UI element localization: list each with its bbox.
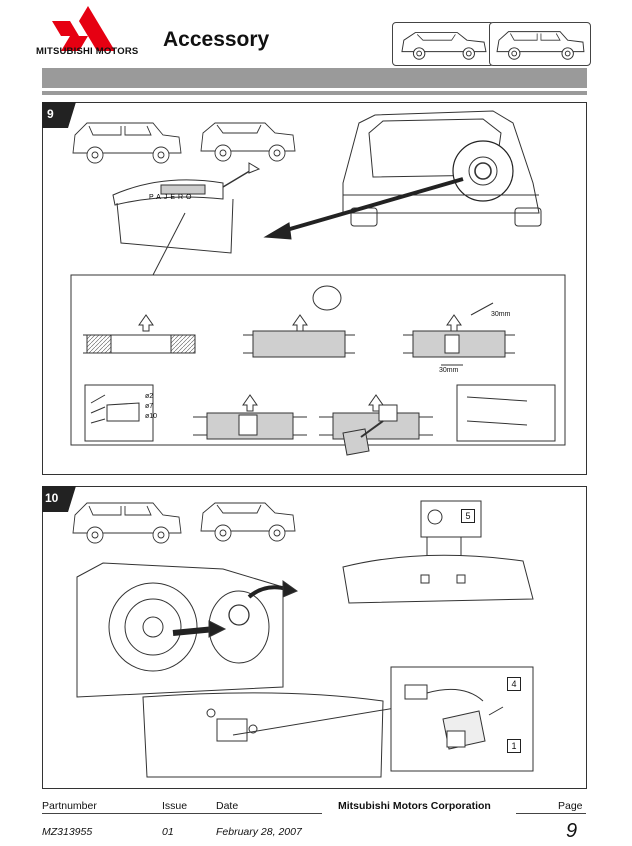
step-9-panel: 9	[42, 102, 587, 475]
camera-inset	[390, 666, 534, 772]
callout-1: 1	[507, 739, 521, 753]
step-number: 10	[45, 491, 59, 505]
dimension-width-label: 30mm	[491, 311, 511, 318]
vehicle-5door-small-icon	[72, 122, 182, 164]
spare-wheel-view	[76, 562, 299, 698]
drill-size-10: ø10	[145, 413, 158, 420]
step-badge	[42, 486, 76, 512]
corporation-name: Mitsubishi Motors Corporation	[338, 800, 491, 812]
drill-size-7: ø7	[145, 403, 154, 410]
dimension-height-label: 30mm	[439, 367, 459, 374]
partnumber-value: MZ313955	[42, 826, 93, 838]
callout-5: 5	[461, 509, 475, 523]
partnumber-label: Partnumber	[42, 800, 97, 812]
header-band	[42, 68, 587, 88]
callout-4: 4	[507, 677, 521, 691]
drill-size-2: ø2	[145, 393, 154, 400]
vehicle-5door-icon	[489, 22, 591, 66]
footer-rule-left	[42, 813, 322, 814]
footer-rule-right	[516, 813, 586, 814]
mitsubishi-logo	[52, 6, 115, 51]
vehicle-3door-small-icon	[200, 502, 296, 542]
page-number: 9	[566, 820, 578, 842]
header-rule	[42, 91, 587, 95]
camera-mount-view	[142, 692, 414, 778]
step-10-panel: 10	[42, 486, 587, 789]
date-value: February 28, 2007	[216, 826, 302, 838]
date-label: Date	[216, 800, 239, 812]
issue-value: 01	[162, 826, 174, 838]
bracket-detail	[342, 500, 534, 604]
pointer-arrow	[263, 177, 464, 240]
page-label: Page	[558, 800, 583, 812]
vehicle-5door-small-icon	[72, 502, 182, 544]
vehicle-3door-small-icon	[200, 122, 296, 162]
step-9-illustration: PAJERO	[70, 110, 566, 456]
tailgate-garnish	[112, 162, 261, 276]
page-header: MITSUBISHI MOTORS Accessory	[0, 0, 632, 66]
issue-label: Issue	[162, 800, 188, 812]
step-number: 9	[47, 107, 54, 121]
pajero-badge-text: PAJERO	[149, 194, 195, 201]
step-badge	[42, 102, 76, 128]
document-title: Accessory	[163, 28, 270, 51]
step-10-illustration	[72, 500, 534, 778]
brand-name: MITSUBISHI MOTORS	[36, 46, 139, 57]
vehicle-3door-icon	[392, 22, 494, 66]
vehicle-rear-view	[342, 110, 542, 227]
